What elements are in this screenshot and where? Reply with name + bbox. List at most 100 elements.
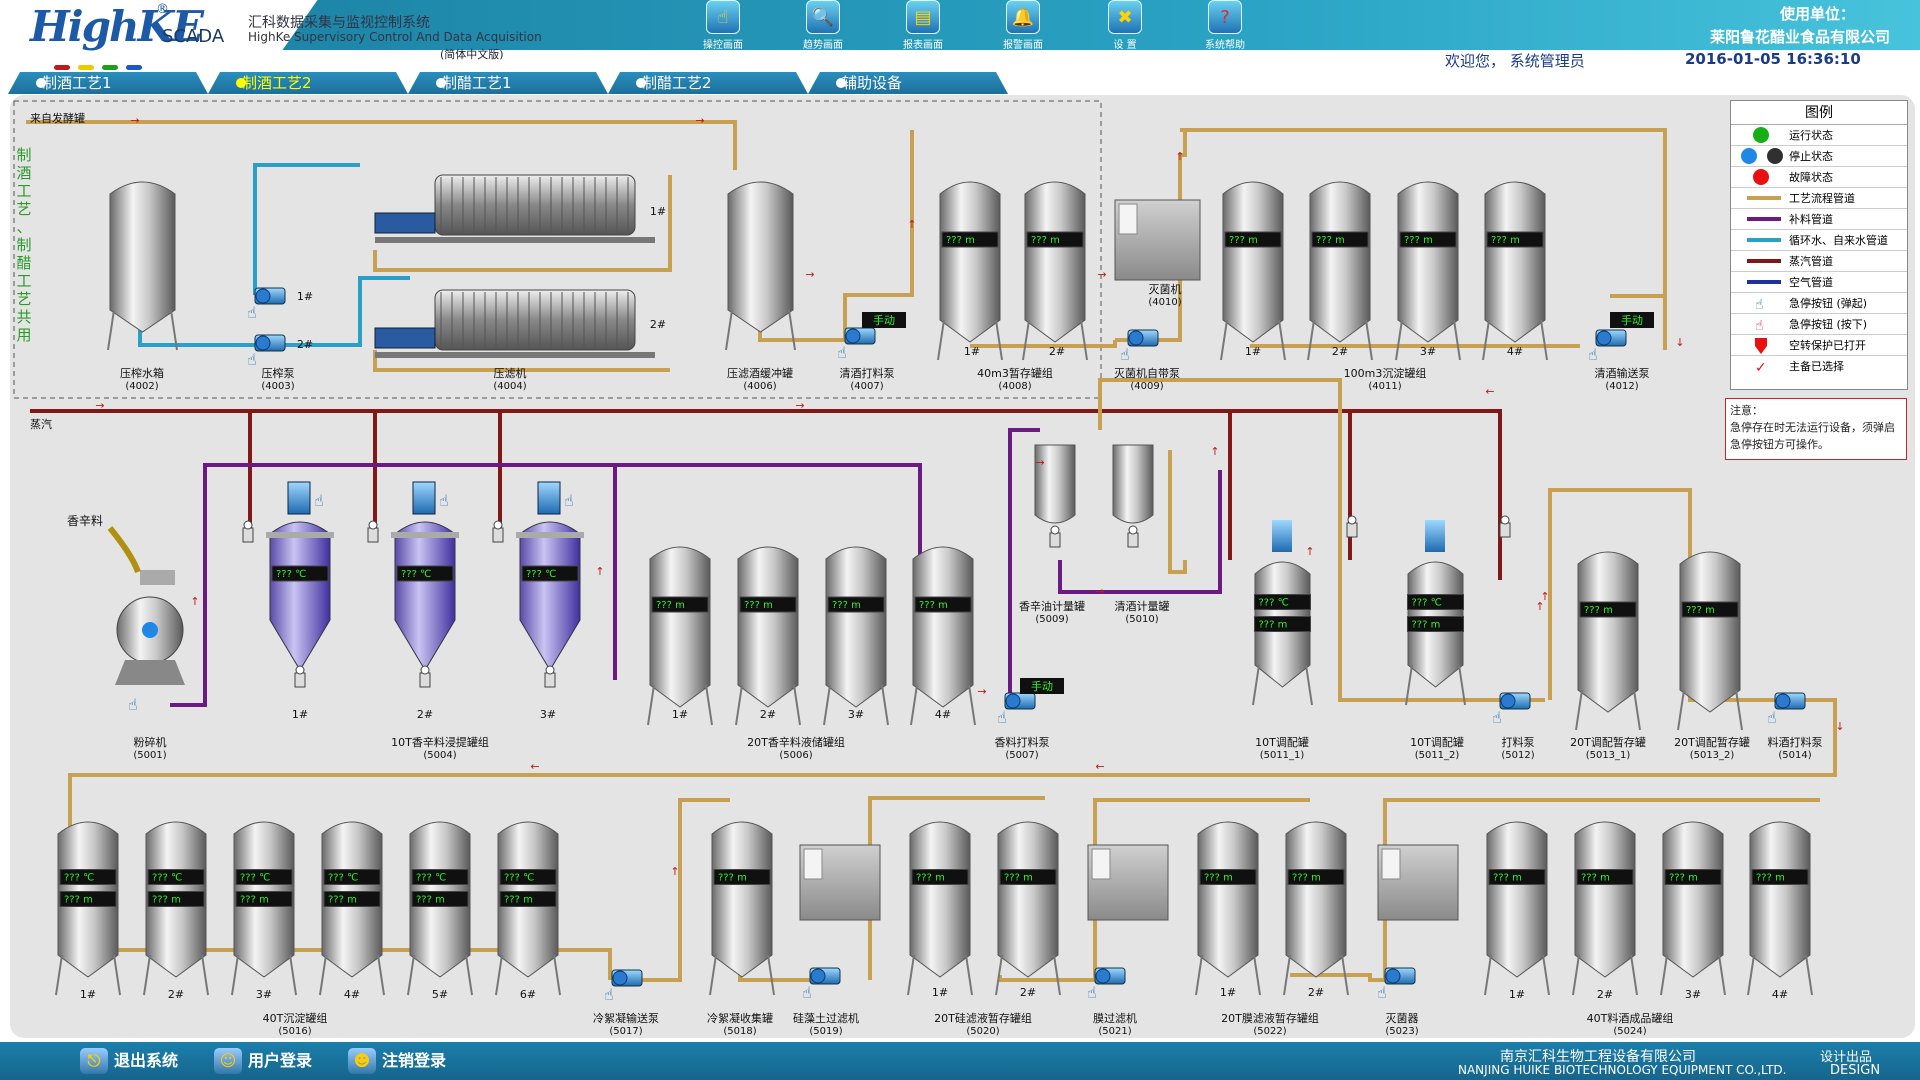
tank-100m3-4011-1[interactable] (1220, 181, 1286, 361)
emergency-stop-hand-icon[interactable]: ☝ (1120, 345, 1130, 364)
tab-vinegar-process-2[interactable]: 制醋工艺2 (608, 72, 808, 94)
emergency-stop-hand-icon[interactable]: ☝ (837, 343, 847, 362)
crusher-5001[interactable]: ☝ (107, 526, 185, 714)
tank-100m3-4011-2[interactable] (1307, 181, 1373, 361)
tank-20t-5006-2[interactable] (735, 546, 801, 726)
valve-5004-3-bottom[interactable] (544, 665, 556, 688)
pump-filter-5021[interactable]: ☝ (1087, 967, 1126, 1002)
user-login-button[interactable]: ☺用户登录 (214, 1048, 312, 1074)
pump-4007-mode-badge[interactable]: 手动 (862, 312, 906, 328)
emergency-stop-hand-icon[interactable]: ☝ (247, 303, 257, 322)
tank-40t-5016-2[interactable] (143, 821, 209, 996)
tank-40t-5016-5[interactable] (407, 821, 473, 996)
valve-5009[interactable] (1049, 525, 1061, 548)
toolbar-trend-screen-button[interactable]: 🔍趋势画面 (783, 0, 863, 51)
tank-blend-5011-2[interactable] (1405, 561, 1466, 706)
sterilizer-5023[interactable] (1377, 844, 1459, 921)
filter-diatomite-5019[interactable] (799, 844, 881, 921)
pump-sterilizer-4009[interactable]: ☝ (1120, 329, 1159, 364)
valve-5004-3-steam[interactable] (492, 520, 504, 543)
toolbar-settings-button[interactable]: ✖设 置 (1085, 0, 1165, 51)
tank-flocculation-5018[interactable] (709, 821, 775, 996)
logout-button[interactable]: ⎋退出系统 (80, 1048, 178, 1074)
pump-4012-mode-badge[interactable]: 手动 (1610, 312, 1654, 328)
valve-5011-2[interactable] (1499, 515, 1511, 538)
tank-20t-5022-2[interactable] (1283, 821, 1349, 996)
tank-spice-oil-5009[interactable] (1034, 444, 1076, 524)
pump-clear-wine-4007[interactable]: ☝ (837, 327, 876, 362)
tank-buffer-4006[interactable] (725, 181, 796, 351)
toolbar-control-screen-button[interactable]: ☝操控画面 (683, 0, 763, 51)
toolbar-report-screen-button[interactable]: ▤报表画面 (883, 0, 963, 51)
valve-5004-2-bottom[interactable] (419, 665, 431, 688)
tank-20t-5020-1[interactable] (907, 821, 973, 996)
emergency-stop-hand-icon[interactable]: ☝ (247, 350, 257, 369)
tank-20t-5006-3[interactable] (823, 546, 889, 726)
tab-vinegar-process-1[interactable]: 制醋工艺1 (408, 72, 608, 94)
tank-40t-5016-1[interactable] (55, 821, 121, 996)
toolbar-help-button[interactable]: ?系统帮助 (1185, 0, 1265, 51)
tank-clear-wine-5010[interactable] (1112, 444, 1154, 524)
reactor-10t-5004-1[interactable]: ☝ (266, 481, 334, 671)
tank-pressing-water-4002[interactable] (107, 181, 178, 351)
filter-press-4004-2[interactable] (374, 289, 655, 358)
tank-40m3-4008-1[interactable] (937, 181, 1003, 361)
filter-membrane-5021[interactable] (1087, 844, 1169, 921)
tank-40m3-4008-2[interactable] (1022, 181, 1088, 361)
sterilizer-4010[interactable] (1114, 199, 1201, 281)
emergency-stop-hand-icon[interactable]: ☝ (1377, 983, 1387, 1002)
emergency-stop-hand-icon[interactable]: ☝ (1087, 983, 1097, 1002)
agitator-5011-1[interactable] (1272, 520, 1292, 552)
filter-press-4004-1[interactable] (374, 174, 655, 243)
tab-wine-process-2[interactable]: 制酒工艺2 (208, 72, 408, 94)
emergency-stop-hand-icon[interactable]: ☝ (314, 491, 324, 510)
pump-sterilizer-5023[interactable]: ☝ (1377, 967, 1416, 1002)
pump-spice-5007[interactable]: ☝ (997, 692, 1036, 727)
tank-blend-5011-1[interactable] (1252, 561, 1313, 706)
tab-wine-process-1[interactable]: 制酒工艺1 (8, 72, 208, 94)
valve-5004-1-steam[interactable] (242, 520, 254, 543)
valve-5011-1[interactable] (1346, 515, 1358, 538)
tank-40t-5024-1[interactable] (1484, 821, 1550, 996)
pump-flocculation-5017[interactable]: ☝ (604, 969, 643, 1004)
pump-clear-wine-4012[interactable]: ☝ (1588, 329, 1627, 364)
tank-40t-5024-2[interactable] (1572, 821, 1638, 996)
tank-40t-5016-3[interactable] (231, 821, 297, 996)
tab-auxiliary-equipment[interactable]: 辅助设备 (808, 72, 1008, 94)
valve-5004-2-steam[interactable] (367, 520, 379, 543)
tank-20t-5006-4[interactable] (910, 546, 976, 726)
pump-pressing-4003-2[interactable]: ☝ (247, 334, 286, 369)
emergency-stop-hand-icon[interactable]: ☝ (128, 695, 138, 714)
emergency-stop-hand-icon[interactable]: ☝ (1492, 708, 1502, 727)
tank-20t-5020-2[interactable] (995, 821, 1061, 996)
toolbar-alarm-screen-button[interactable]: 🔔报警画面 (983, 0, 1063, 51)
pump-cooking-wine-5014[interactable]: ☝ (1767, 692, 1806, 727)
emergency-stop-hand-icon[interactable]: ☝ (604, 985, 614, 1004)
emergency-stop-hand-icon[interactable]: ☝ (997, 708, 1007, 727)
emergency-stop-hand-icon[interactable]: ☝ (1767, 708, 1777, 727)
tank-20t-5013-1[interactable] (1575, 551, 1641, 731)
tank-100m3-4011-3[interactable] (1395, 181, 1461, 361)
tank-20t-5013-2[interactable] (1677, 551, 1743, 731)
emergency-stop-hand-icon[interactable]: ☝ (802, 983, 812, 1002)
emergency-stop-hand-icon[interactable]: ☝ (1588, 345, 1598, 364)
tank-40t-5024-4[interactable] (1747, 821, 1813, 996)
cancel-login-button[interactable]: ☻注销登录 (348, 1048, 446, 1074)
reactor-10t-5004-2[interactable]: ☝ (391, 481, 459, 671)
pump-5007-mode-badge[interactable]: 手动 (1020, 678, 1064, 694)
reactor-10t-5004-3[interactable]: ☝ (516, 481, 584, 671)
emergency-stop-hand-icon[interactable]: ☝ (439, 491, 449, 510)
valve-5010[interactable] (1127, 525, 1139, 548)
tank-40t-5016-6[interactable] (495, 821, 561, 996)
emergency-stop-hand-icon[interactable]: ☝ (564, 491, 574, 510)
tank-40t-5024-3[interactable] (1660, 821, 1726, 996)
valve-5004-1-bottom[interactable] (294, 665, 306, 688)
tank-40t-5016-4[interactable] (319, 821, 385, 996)
agitator-5011-2[interactable] (1425, 520, 1445, 552)
pump-filter-5019[interactable]: ☝ (802, 967, 841, 1002)
tank-100m3-4011-4[interactable] (1482, 181, 1548, 361)
tank-20t-5006-1[interactable] (647, 546, 713, 726)
pump-pressing-4003-1[interactable]: ☝ (247, 287, 286, 322)
tank-20t-5022-1[interactable] (1195, 821, 1261, 996)
pump-transfer-5012[interactable]: ☝ (1492, 692, 1531, 727)
